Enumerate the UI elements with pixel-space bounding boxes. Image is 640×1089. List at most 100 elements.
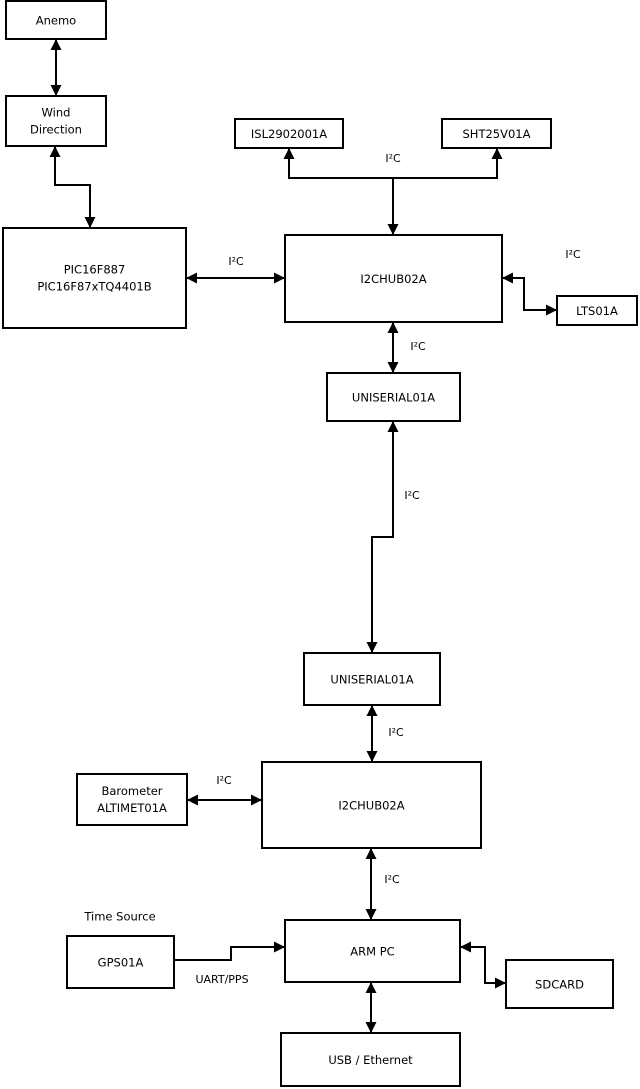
- node-label-line1: PIC16F887: [64, 263, 126, 277]
- arrowhead-end-icon: [387, 362, 399, 373]
- arrowhead-start-icon: [387, 421, 399, 432]
- edge-hub-armpc: I²C: [365, 848, 400, 920]
- node-uniserial-bot[interactable]: UNISERIAL01A: [303, 652, 441, 706]
- edge-armpc-usb: [365, 982, 377, 1033]
- node-label: ARM PC: [350, 945, 394, 959]
- arrowhead-start-icon: [365, 982, 377, 993]
- edge-label: UART/PPS: [195, 973, 248, 986]
- arrowhead-start-icon: [187, 794, 198, 806]
- node-anemo[interactable]: Anemo: [5, 0, 107, 40]
- arrowhead-end-icon: [495, 977, 506, 989]
- free-labels-layer: Time Source: [83, 910, 155, 924]
- node-sdcard[interactable]: SDCARD: [505, 959, 614, 1009]
- arrowhead-end-icon: [366, 751, 378, 762]
- node-label: I2CHUB02A: [360, 272, 426, 286]
- edge-uniserial-link: I²C: [366, 421, 420, 653]
- node-box[interactable]: [326, 372, 461, 422]
- node-gps[interactable]: GPS01A: [66, 935, 175, 989]
- node-usb-eth[interactable]: USB / Ethernet: [280, 1032, 461, 1087]
- arrowhead-branch-icon: [491, 148, 503, 159]
- arrowhead-start-icon: [49, 146, 61, 157]
- node-lts[interactable]: LTS01A: [556, 295, 638, 326]
- node-box[interactable]: [5, 0, 107, 40]
- edge-label: I²C: [565, 248, 581, 261]
- edge-barometer-hub: I²C: [187, 774, 262, 806]
- node-label: I2CHUB02A: [338, 799, 404, 813]
- node-label: USB / Ethernet: [328, 1053, 413, 1067]
- arrowhead-end-icon: [50, 85, 62, 96]
- node-box[interactable]: [441, 118, 552, 149]
- arrowhead-end-icon: [251, 794, 262, 806]
- node-arm-pc[interactable]: ARM PC: [284, 919, 461, 983]
- node-box[interactable]: [66, 935, 175, 989]
- edge-path: [54, 146, 91, 228]
- edge-label: I²C: [404, 489, 420, 502]
- edge-path: [460, 946, 506, 984]
- arrowhead-start-icon: [50, 39, 62, 50]
- edge-hub-uniserial-top: I²C: [387, 322, 426, 373]
- arrowhead-end-icon: [283, 148, 295, 159]
- arrowhead-end-icon: [365, 909, 377, 920]
- edge-label: I²C: [388, 726, 404, 739]
- node-label-line1: Wind: [42, 106, 71, 120]
- node-box[interactable]: [76, 773, 188, 826]
- node-label: ISL2902001A: [251, 127, 327, 141]
- edge-path: [502, 277, 557, 311]
- edges-layer: I²C I²C I²C I²C I²C I²C I²C I²C UART/PPS: [49, 39, 581, 1033]
- node-label-line2: Direction: [30, 123, 82, 137]
- node-label: SDCARD: [535, 978, 584, 992]
- edge-hub-sensors: I²C: [283, 148, 503, 235]
- arrowhead-end-icon: [274, 272, 285, 284]
- edge-label: I²C: [216, 774, 232, 787]
- edge-label: I²C: [228, 255, 244, 268]
- node-uniserial-top[interactable]: UNISERIAL01A: [326, 372, 461, 422]
- node-box[interactable]: [280, 1032, 461, 1087]
- edge-path: [174, 946, 285, 961]
- edge-path: [371, 421, 394, 653]
- arrowhead-start-icon: [387, 322, 399, 333]
- node-box[interactable]: [505, 959, 614, 1009]
- edge-uniserial-hub-bot: I²C: [366, 705, 404, 762]
- node-label-line1: Barometer: [101, 784, 162, 798]
- node-isl[interactable]: ISL2902001A: [234, 118, 344, 149]
- node-box[interactable]: [284, 234, 503, 323]
- edge-path: [288, 148, 394, 235]
- node-label: SHT25V01A: [463, 127, 531, 141]
- arrowhead-start-icon: [365, 848, 377, 859]
- edge-anemo-wind: [50, 39, 62, 96]
- node-label-line2: ALTIMET01A: [97, 801, 167, 815]
- node-box[interactable]: [556, 295, 638, 326]
- node-box[interactable]: [303, 652, 441, 706]
- node-box[interactable]: [234, 118, 344, 149]
- edge-wind-pic: [49, 146, 96, 228]
- edge-label: I²C: [384, 873, 400, 886]
- arrowhead-end-icon: [546, 304, 557, 316]
- node-label-line2: PIC16F87xTQ4401B: [37, 280, 151, 294]
- node-box[interactable]: [2, 227, 187, 329]
- free-label-time-source: Time Source: [83, 910, 155, 924]
- node-hub-bot[interactable]: I2CHUB02A: [261, 761, 482, 849]
- arrowhead-end-icon: [84, 217, 96, 228]
- edge-hub-lts: I²C: [502, 248, 581, 316]
- arrowhead-start-icon: [387, 224, 399, 235]
- node-box[interactable]: [284, 919, 461, 983]
- node-hub-top[interactable]: I2CHUB02A: [284, 234, 503, 323]
- node-sht[interactable]: SHT25V01A: [441, 118, 552, 149]
- edge-armpc-sdcard: [460, 941, 506, 989]
- node-label: GPS01A: [98, 956, 144, 970]
- edge-pic-hub: I²C: [186, 255, 285, 284]
- arrowhead-start-icon: [366, 705, 378, 716]
- arrowhead-end-icon: [274, 941, 285, 953]
- edge-label: I²C: [410, 340, 426, 353]
- node-label: LTS01A: [576, 304, 618, 318]
- edge-label: I²C: [385, 152, 401, 165]
- node-box[interactable]: [261, 761, 482, 849]
- node-box[interactable]: [5, 95, 107, 147]
- arrowhead-end-icon: [365, 1022, 377, 1033]
